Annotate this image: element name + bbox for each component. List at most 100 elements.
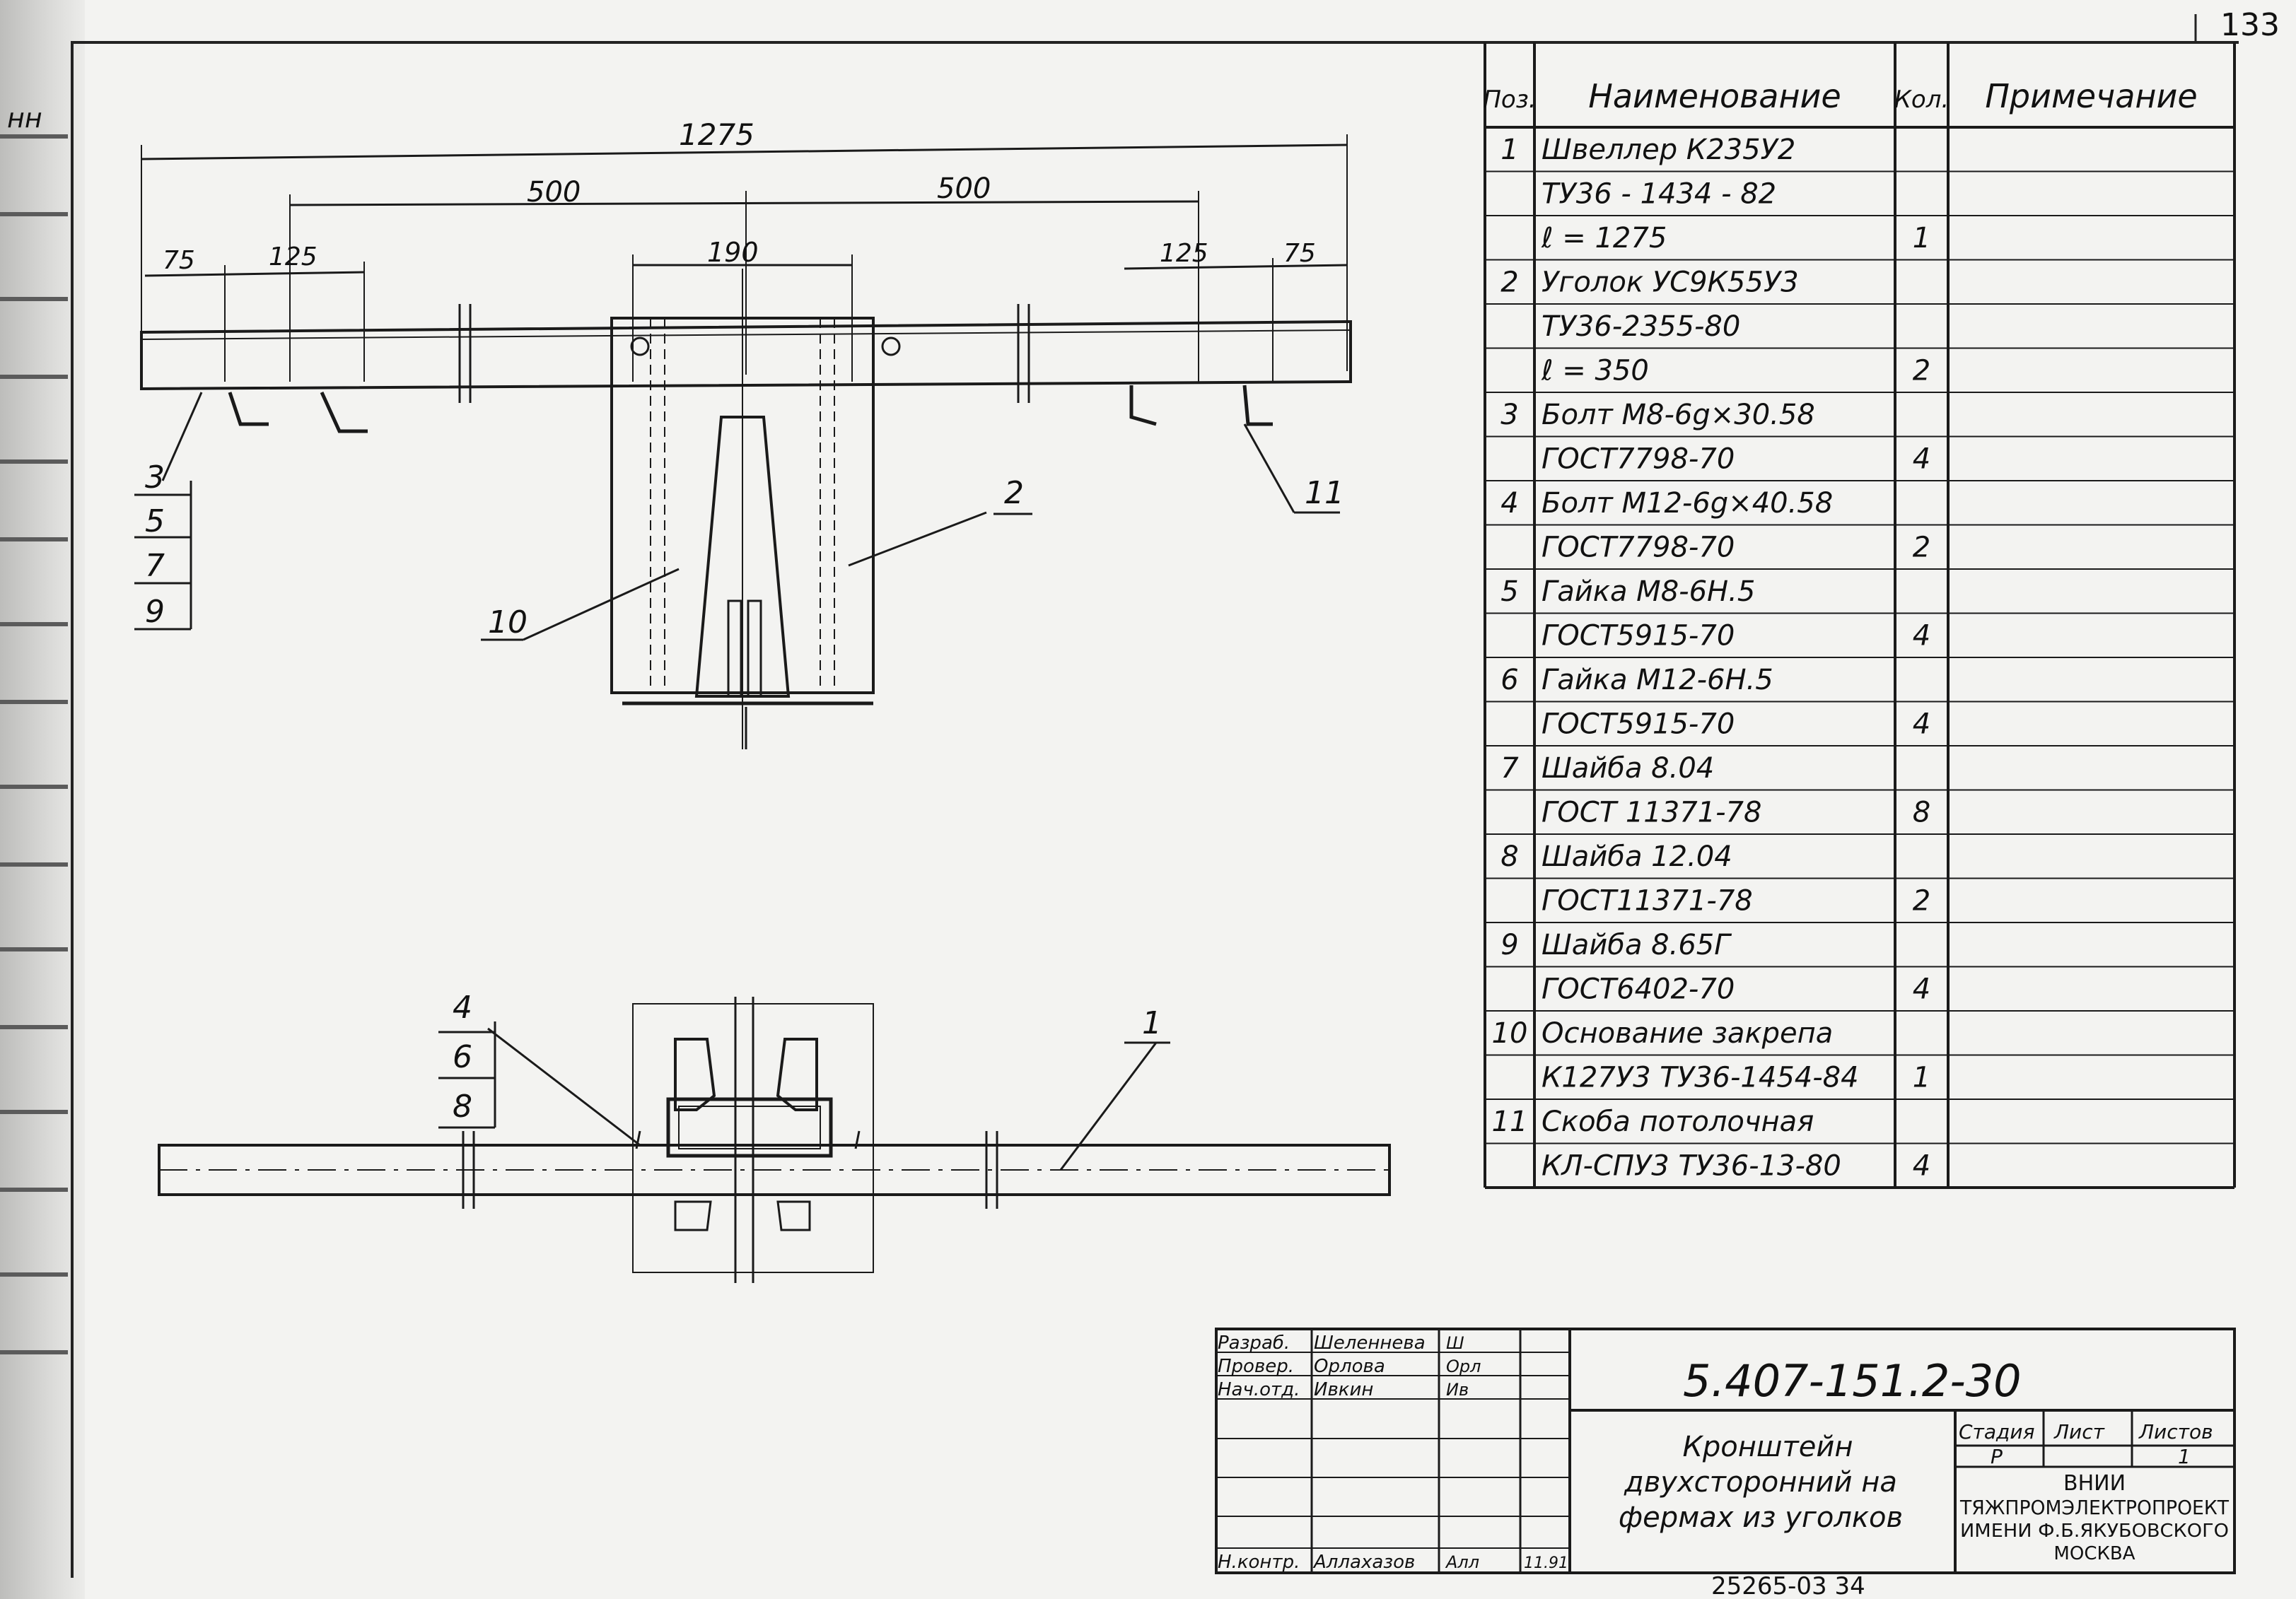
- dim-125-right: 125: [1160, 239, 1208, 268]
- spec-pos-cell: 9: [1500, 929, 1518, 961]
- callout-10: 10: [488, 604, 528, 640]
- spec-qty-cell: 4: [1913, 708, 1930, 741]
- dim-overall: 1275: [679, 117, 754, 152]
- side-view: [158, 997, 1391, 1283]
- tb-role: Нач.отд.: [1218, 1379, 1300, 1400]
- dim-75-right: 75: [1283, 239, 1316, 268]
- spec-pos-cell: 3: [1500, 399, 1518, 431]
- stage-header: Стадия: [1959, 1420, 2034, 1443]
- callout-6: 6: [453, 1039, 472, 1075]
- spec-pos-cell: 7: [1500, 752, 1519, 785]
- binder-mark: [0, 700, 68, 704]
- tb-name: Шеленнева: [1314, 1332, 1426, 1354]
- spec-qty-cell: 4: [1913, 973, 1930, 1006]
- spec-name-cell: ТУ36-2355-80: [1542, 310, 1740, 343]
- tb-norm-name: Аллахазов: [1312, 1552, 1415, 1573]
- callout-7: 7: [145, 548, 165, 584]
- binder-mark: [0, 1110, 68, 1114]
- page-number: 133: [2220, 7, 2280, 43]
- tb-norm-role: Н.контр.: [1218, 1552, 1300, 1573]
- binder-mark: [0, 785, 68, 789]
- spec-header-name: Наименование: [1588, 77, 1841, 115]
- spec-qty-cell: 4: [1913, 620, 1930, 652]
- spec-qty-cell: 4: [1913, 1150, 1930, 1183]
- top-view: [134, 134, 1352, 749]
- spec-qty-cell: 2: [1913, 355, 1930, 387]
- spec-pos-cell: 10: [1492, 1017, 1528, 1050]
- binder-mark: [0, 537, 68, 541]
- callout-4: 4: [453, 990, 472, 1026]
- drawing-title-line: двухсторонний на: [1624, 1466, 1897, 1499]
- spec-name-cell: Болт М12-6g×40.58: [1542, 487, 1833, 520]
- spec-qty-cell: 2: [1913, 885, 1930, 918]
- spec-name-cell: К127У3 ТУ36-1454-84: [1542, 1062, 1859, 1094]
- drawing-code: 5.407-151.2-30: [1683, 1355, 2022, 1407]
- spec-name-cell: Шайба 8.65Г: [1542, 929, 1732, 961]
- spec-header-qty: Кол.: [1894, 86, 1949, 114]
- spec-name-cell: ГОСТ7798-70: [1542, 443, 1735, 476]
- spec-name-cell: ГОСТ5915-70: [1542, 620, 1735, 652]
- spec-name-cell: Уголок УС9К55У3: [1542, 266, 1799, 299]
- spec-name-cell: Шайба 12.04: [1542, 840, 1732, 873]
- binder-mark: [0, 1025, 68, 1029]
- callout-9: 9: [145, 594, 165, 630]
- spec-name-cell: Гайка М8-6Н.5: [1542, 575, 1755, 608]
- org-line: ИМЕНИ Ф.Б.ЯКУБОВСКОГО: [1960, 1521, 2229, 1542]
- tb-signature: Орл: [1446, 1357, 1481, 1376]
- archive-number: 25265-03 34: [1711, 1572, 1865, 1599]
- binder-mark: [0, 297, 68, 301]
- spec-name-cell: Швеллер К235У2: [1542, 134, 1795, 166]
- dim-190: 190: [707, 237, 759, 268]
- spec-header-pos: Поз.: [1483, 86, 1536, 114]
- spec-qty-cell: 1: [1913, 222, 1930, 254]
- spec-name-cell: Болт М8-6g×30.58: [1542, 399, 1815, 431]
- sheet-header: Лист: [2053, 1420, 2105, 1443]
- tb-signature: Ив: [1446, 1380, 1469, 1400]
- margin-fragment: нн: [7, 102, 42, 134]
- title-block: [1215, 1328, 2236, 1574]
- spec-pos-cell: 1: [1500, 134, 1518, 166]
- sheets-header: Листов: [2138, 1420, 2213, 1443]
- callout-2: 2: [1004, 475, 1024, 511]
- tb-norm-sign: Алл: [1445, 1552, 1479, 1572]
- spec-name-cell: ℓ = 350: [1541, 355, 1649, 387]
- spec-name-cell: ГОСТ5915-70: [1542, 708, 1735, 741]
- binder-mark: [0, 212, 68, 216]
- tb-norm-date: 11.91: [1524, 1554, 1568, 1572]
- spec-name-cell: Гайка М12-6Н.5: [1542, 664, 1773, 696]
- callout-3: 3: [145, 459, 165, 496]
- binder-mark: [0, 1350, 68, 1354]
- binder-mark: [0, 947, 68, 951]
- binder-mark: [0, 375, 68, 379]
- spec-table: [1484, 42, 2236, 1189]
- tb-name: Орлова: [1314, 1356, 1385, 1377]
- spec-name-cell: ГОСТ 11371-78: [1542, 797, 1761, 829]
- stage-value: Р: [1991, 1445, 2003, 1468]
- spec-name-cell: ТУ36 - 1434 - 82: [1542, 178, 1776, 211]
- tb-name: Ивкин: [1314, 1379, 1373, 1400]
- callout-1: 1: [1142, 1005, 1162, 1041]
- spec-name-cell: КЛ-СПУ3 ТУ36-13-80: [1542, 1150, 1841, 1183]
- spec-pos-cell: 8: [1500, 840, 1518, 873]
- org-line: МОСКВА: [2053, 1543, 2135, 1564]
- spec-qty-cell: 8: [1913, 797, 1930, 829]
- spec-name-cell: ГОСТ11371-78: [1542, 885, 1753, 918]
- org-line: ВНИИ: [2063, 1471, 2126, 1496]
- tb-role: Разраб.: [1218, 1332, 1290, 1354]
- callout-11: 11: [1305, 475, 1344, 511]
- spec-qty-cell: 1: [1913, 1062, 1930, 1094]
- spec-pos-cell: 4: [1500, 487, 1518, 520]
- callout-8: 8: [453, 1089, 472, 1125]
- dim-75-left: 75: [163, 246, 195, 275]
- drawing-frame: [71, 41, 2239, 1578]
- drawing-title-line: Кронштейн: [1682, 1431, 1853, 1463]
- tb-signature: Ш: [1446, 1333, 1464, 1353]
- binder-mark: [0, 862, 68, 867]
- spec-name-cell: Шайба 8.04: [1542, 752, 1714, 785]
- spec-name-cell: ГОСТ7798-70: [1542, 532, 1735, 564]
- spec-name-cell: Скоба потолочная: [1542, 1106, 1814, 1138]
- binder-mark: [0, 1272, 68, 1277]
- spec-pos-cell: 2: [1500, 266, 1518, 299]
